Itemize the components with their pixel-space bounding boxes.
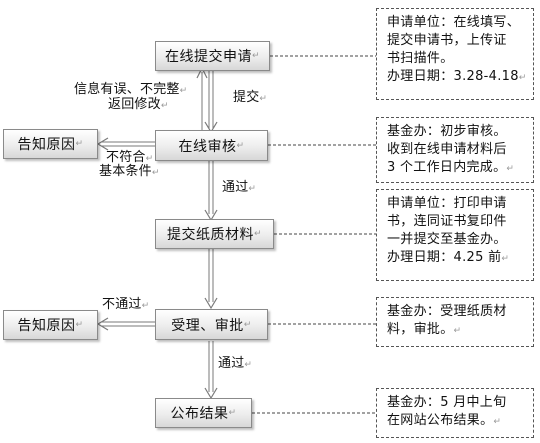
label-not-meet: 不符合↵ <box>106 150 154 165</box>
label-info-error: 信息有误、不完整↵ <box>74 82 188 97</box>
arrow-approve-to-publish <box>204 341 218 400</box>
note-application-online: 申请单位：在线填写、 提交申请书，上传证 书扫描件。 办理日期：3.28-4.1… <box>376 8 534 100</box>
note-preliminary-review: 基金办：初步审核。 收到在线申请材料后 3 个工作日内完成。↵ <box>376 117 534 183</box>
label-submit: 提交↵ <box>233 90 268 105</box>
label-not-pass: 不通过↵ <box>102 297 150 312</box>
node-submit-online: 在线提交申请↵ <box>155 41 270 71</box>
node-publish-result: 公布结果↵ <box>155 398 252 428</box>
label-return-modify: 返回修改↵ <box>108 97 169 112</box>
label-pass-1: 通过↵ <box>222 180 257 195</box>
arrow-review-to-paper <box>204 161 218 222</box>
label-basic-conditions: 基本条件↵ <box>99 164 160 179</box>
note-publish: 基金办：5 月中上旬 在网站公布结果。↵ <box>376 388 534 438</box>
note-paper-submission: 申请单位：打印申请 书，连同证书复印件 一并提交至基金办。 办理日期：4.25 … <box>376 189 534 281</box>
arrow-approve-to-notify <box>96 317 156 331</box>
arrow-paper-to-approve <box>204 249 218 310</box>
note-connectors <box>252 55 376 414</box>
label-pass-2: 通过↵ <box>218 356 253 371</box>
note-acceptance: 基金办：受理纸质材 料，审批。↵ <box>376 297 534 347</box>
arrow-submit-to-review <box>204 70 218 134</box>
arrow-review-to-notify <box>96 137 156 151</box>
node-accept-approve: 受理、审批↵ <box>155 309 268 340</box>
node-online-review: 在线审核↵ <box>155 130 268 161</box>
node-notify-reason-1: 告知原因↵ <box>3 129 98 159</box>
node-submit-paper: 提交纸质材料↵ <box>155 219 274 249</box>
node-notify-reason-2: 告知原因↵ <box>3 310 98 340</box>
arrow-review-return <box>196 66 208 130</box>
